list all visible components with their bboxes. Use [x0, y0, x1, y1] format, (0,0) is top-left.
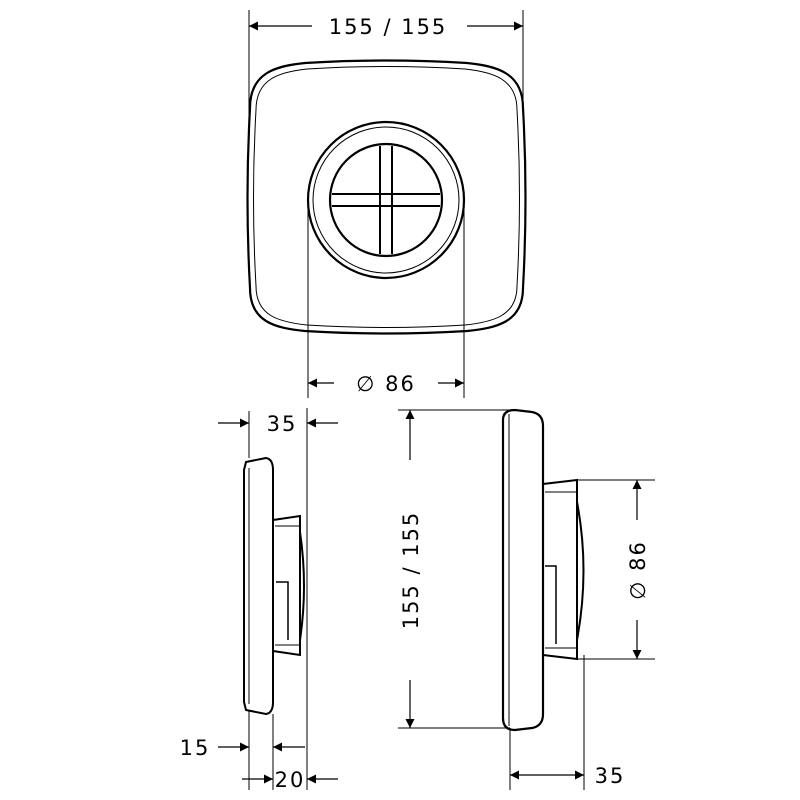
front-width-label: 155 / 155 — [329, 15, 448, 39]
left-body-depth-label: 20 — [275, 768, 306, 792]
front-diameter-label: ∅ 86 — [356, 372, 416, 396]
cross-handle-center — [381, 195, 391, 205]
right-depth-label: 35 — [595, 764, 626, 788]
left-body-profile — [272, 514, 301, 657]
right-body-notch — [545, 565, 557, 644]
right-height-label: 155 / 155 — [399, 511, 423, 630]
left-knob-face — [299, 531, 305, 641]
left-plate-thickness-label: 15 — [180, 736, 211, 760]
front-view: 155 / 155 ∅ 86 — [246, 10, 527, 398]
right-side-view: 155 / 155 ∅ 86 35 — [398, 408, 655, 790]
right-knob-face — [576, 501, 585, 641]
right-plate-profile — [501, 408, 545, 732]
left-top-depth-label: 35 — [267, 412, 298, 436]
left-body-notch — [276, 581, 289, 640]
left-side-view: 35 15 20 — [180, 408, 338, 792]
left-plate-profile — [243, 456, 274, 716]
right-body-profile — [542, 478, 578, 661]
knob-ring-inner — [312, 126, 460, 274]
knob-cap — [328, 142, 444, 258]
cover-plate-outline — [246, 59, 527, 335]
right-diameter-label: ∅ 86 — [626, 540, 650, 600]
cover-plate-inner-outline — [253, 66, 520, 328]
